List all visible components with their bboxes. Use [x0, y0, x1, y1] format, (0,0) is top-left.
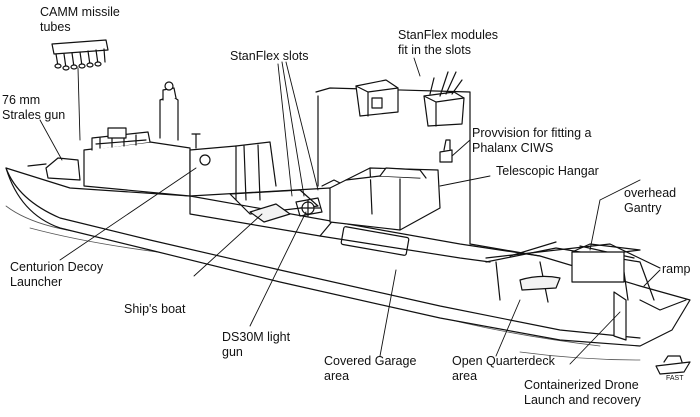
label-phalanx: Provvision for fitting a Phalanx CIWS [472, 126, 592, 155]
label-open-quarterdeck: Open Quarterdeck area [452, 354, 555, 383]
label-ramp: ramp [662, 262, 691, 276]
label-centurion-decoy: Centurion Decoy Launcher [10, 260, 104, 289]
aft-boat [520, 276, 560, 290]
camm-tubes-art [52, 40, 108, 70]
label-telescopic-hangar: Telescopic Hangar [496, 164, 599, 178]
superstructure [84, 82, 276, 200]
radar-dome [108, 128, 126, 138]
quarterdeck [316, 88, 686, 340]
phalanx-art [440, 140, 452, 162]
stanflex-modules-art [356, 72, 464, 126]
label-overhead-gantry: overhead Gantry [624, 186, 677, 215]
label-covered-garage: Covered Garage area [324, 354, 417, 383]
label-containerized-drone: Containerized Drone Launch and recovery [524, 378, 641, 407]
label-fast-tag: FAST [666, 375, 684, 382]
telescopic-hangar [330, 168, 440, 230]
drone-boat-art [656, 356, 690, 374]
gun-76mm [28, 158, 80, 180]
garage-window [341, 226, 409, 255]
label-ds30m-gun: DS30M light gun [222, 330, 291, 359]
label-camm-tubes: CAMM missile tubes [40, 5, 120, 34]
label-strales-gun: 76 mm Strales gun [2, 93, 66, 122]
leader-lines [40, 58, 660, 364]
label-ships-boat: Ship's boat [124, 302, 186, 316]
drone-container [572, 252, 624, 282]
label-stanflex-modules: StanFlex modules fit in the slots [398, 28, 499, 57]
label-stanflex-slots: StanFlex slots [230, 49, 309, 63]
